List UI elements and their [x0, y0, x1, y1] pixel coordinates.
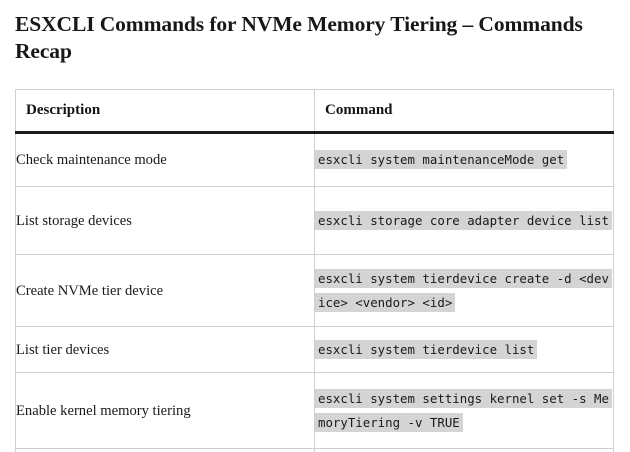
command-code: esxcli system tierdevice create -d <devi…: [315, 268, 612, 312]
table-row: Check maintenance mode esxcli system mai…: [15, 132, 614, 187]
column-header-command: Command: [314, 89, 614, 134]
table-header: Description Command: [15, 89, 614, 134]
table-header-row: Description Command: [15, 89, 614, 134]
table-row: Enable kernel memory tiering esxcli syst…: [15, 372, 614, 449]
description-text: Enable kernel memory tiering: [16, 402, 191, 419]
table-row: List storage devices esxcli storage core…: [15, 186, 614, 255]
command-code: esxcli system maintenanceMode get: [315, 150, 568, 169]
table-row-partial: [15, 448, 614, 452]
cell-description: Create NVMe tier device: [15, 254, 315, 327]
cell-command: esxcli system tierdevice create -d <devi…: [314, 254, 614, 327]
table-body: Check maintenance mode esxcli system mai…: [15, 132, 614, 452]
description-text: Check maintenance mode: [16, 152, 167, 168]
description-text: List tier devices: [16, 341, 110, 358]
cell-description: Enable kernel memory tiering: [15, 372, 315, 449]
command-code: esxcli system settings kernel set -s Mem…: [315, 388, 612, 432]
command-code: esxcli storage core adapter device list: [315, 210, 612, 230]
cell-command: [314, 448, 614, 452]
cell-command: esxcli storage core adapter device list: [314, 186, 614, 255]
cell-description: [15, 448, 315, 452]
description-text: Create NVMe tier device: [16, 282, 164, 299]
description-text: List storage devices: [16, 212, 132, 229]
commands-recap-table: Description Command Check maintenance mo…: [15, 89, 614, 452]
table-container: Description Command Check maintenance mo…: [0, 89, 630, 452]
column-header-description: Description: [15, 89, 315, 134]
cell-command: esxcli system tierdevice list: [314, 326, 614, 373]
cell-description: List tier devices: [15, 326, 315, 373]
command-code: esxcli system tierdevice list: [315, 339, 538, 359]
cell-description: Check maintenance mode: [15, 132, 315, 187]
cell-description: List storage devices: [15, 186, 315, 255]
table-row: Create NVMe tier device esxcli system ti…: [15, 254, 614, 327]
cell-command: esxcli system settings kernel set -s Mem…: [314, 372, 614, 449]
page-title: ESXCLI Commands for NVMe Memory Tiering …: [15, 12, 583, 63]
cell-command: esxcli system maintenanceMode get: [314, 132, 614, 187]
table-row: List tier devices esxcli system tierdevi…: [15, 326, 614, 373]
